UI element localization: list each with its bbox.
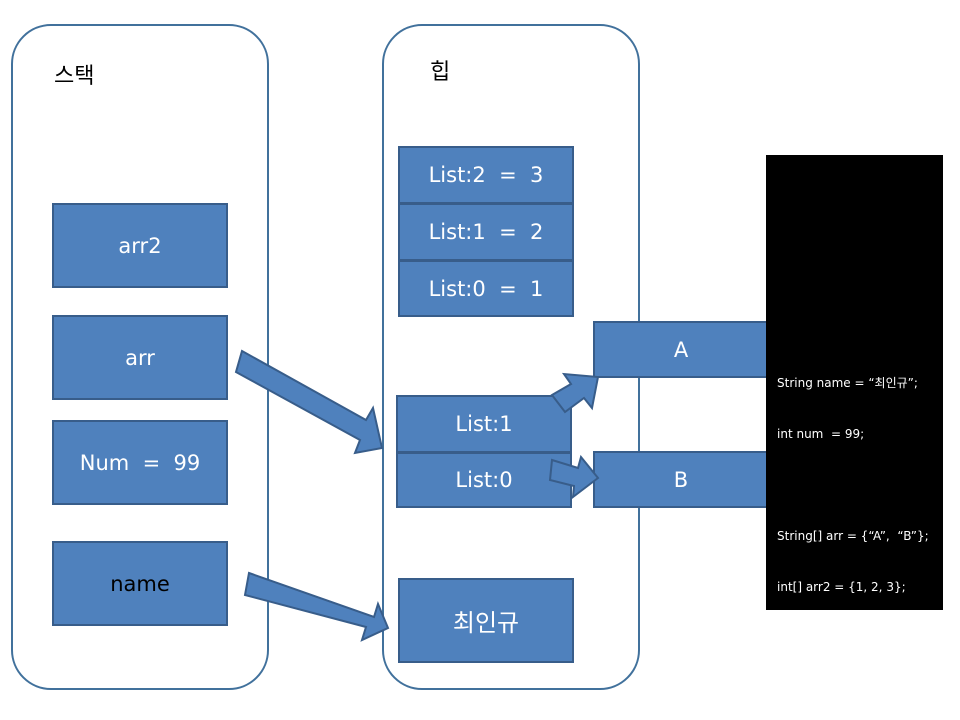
heap-arr-item-0: List:0 [396,452,572,508]
arrow-list0-to-b [548,454,600,500]
stack-item-arr2: arr2 [52,203,228,288]
stack-item-num: Num = 99 [52,420,228,505]
stack-title: 스택 [54,64,95,89]
arrow-arr-to-heap [234,349,384,455]
code-line: int[] arr2 = {1, 2, 3}; [777,580,906,594]
heap-list-item-2: List:2 = 3 [398,146,574,204]
stack-item-arr: arr [52,315,228,400]
arrow-list1-to-a [550,372,600,414]
code-lines: String name = “최인규”; int num = 99; ​ Str… [777,341,929,630]
string-a-box: A [593,321,769,378]
heap-string-value: 최인규 [398,578,574,663]
code-panel: String name = “최인규”; int num = 99; ​ Str… [766,155,943,610]
heap-title: 힙 [430,60,451,85]
code-line: String[] arr = {“A”, “B”}; [777,529,929,543]
heap-list-item-0: List:0 = 1 [398,260,574,317]
stack-item-name: name [52,541,228,626]
code-line: String name = “최인규”; [777,376,918,390]
arrow-name-to-string [243,571,390,642]
heap-list-item-1: List:1 = 2 [398,203,574,261]
code-line: int num = 99; [777,427,865,441]
